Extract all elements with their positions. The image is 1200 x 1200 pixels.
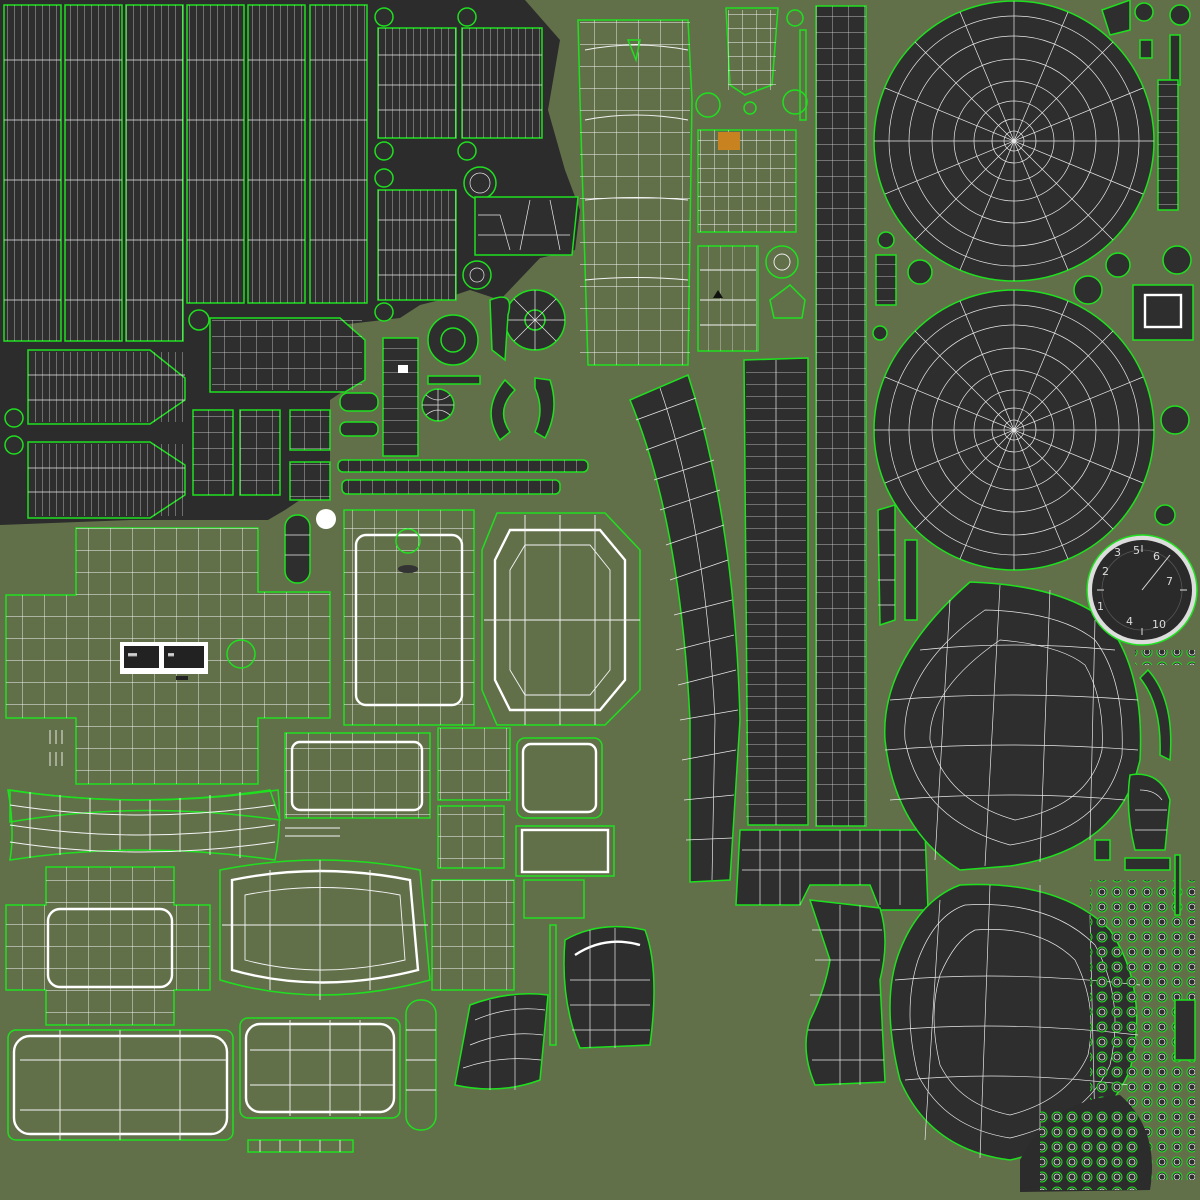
long-rails	[337, 375, 589, 495]
light-tray-group	[7, 509, 641, 1153]
small-panel-a	[377, 27, 457, 139]
right-edge-small-parts	[872, 0, 1194, 851]
gauge-number-4: 4	[1126, 615, 1133, 628]
small-grid-cluster	[192, 409, 331, 501]
gauge-number-5: 5	[1133, 544, 1140, 557]
panel-strip-1	[3, 4, 62, 342]
gauge-number-10: 10	[1152, 618, 1166, 631]
panel-strip-5	[247, 4, 306, 304]
panel-strip-4	[186, 4, 245, 304]
radial-disc-1	[873, 0, 1155, 282]
bent-panel-b	[27, 349, 186, 425]
radial-disc-2	[873, 289, 1155, 571]
panel-strip-6	[309, 4, 368, 304]
panel-stack-top-left	[3, 4, 589, 584]
panel-strip-3	[125, 4, 184, 342]
panel-strip-2	[64, 4, 123, 342]
vertical-long-panel	[577, 19, 693, 366]
svg-text:▦▦: ▦▦	[168, 652, 174, 658]
mid-parts	[695, 7, 808, 352]
wide-cup-tray	[454, 925, 655, 1090]
gauge-face: 5 6 7 1 2 3 4 10	[1086, 534, 1198, 646]
svg-text:▦▦▦: ▦▦▦	[128, 652, 137, 658]
bent-panel-c	[27, 441, 186, 519]
lower-shell-unfolded	[5, 866, 211, 1026]
gauge-number-1: 1	[1097, 600, 1104, 613]
ring-cluster	[421, 166, 579, 442]
gauge-number-6: 6	[1153, 550, 1160, 563]
small-panel-c	[377, 189, 457, 301]
drum-strip	[7, 789, 340, 861]
dial-column: 5 6 7 1 2 3 4 10	[873, 0, 1198, 1161]
curved-track	[629, 5, 929, 1086]
small-panel-b	[461, 27, 543, 139]
bent-panel-a	[209, 317, 366, 393]
octagon-markers	[4, 7, 477, 455]
small-capsules	[284, 337, 419, 584]
body-shell-unfolded: ▦▦▦ ▦▦	[5, 527, 331, 785]
gauge-number-7: 7	[1166, 575, 1173, 588]
gauge-number-2: 2	[1102, 565, 1109, 578]
gauge-number-3: 3	[1114, 546, 1121, 559]
scattered-bolts	[1020, 650, 1196, 1192]
